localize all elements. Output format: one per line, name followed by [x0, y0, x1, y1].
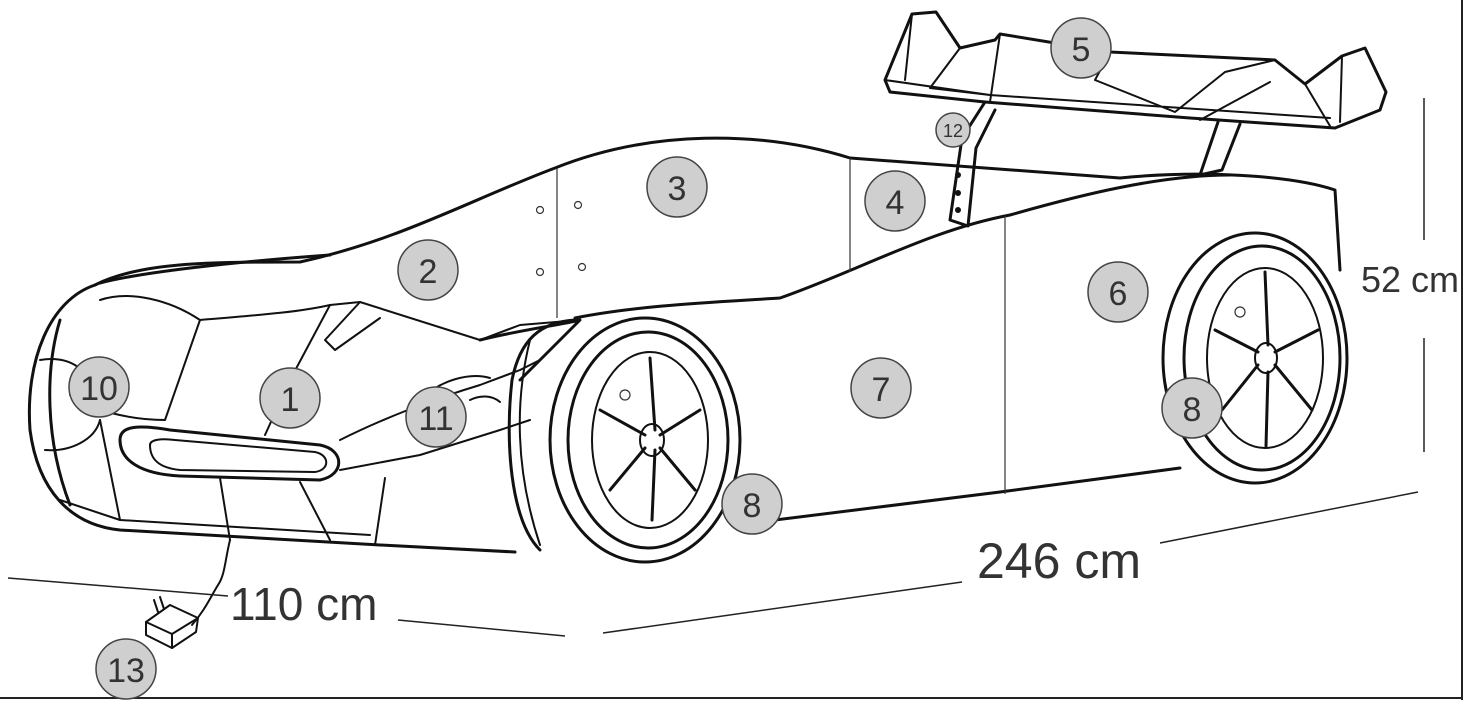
svg-text:7: 7: [872, 371, 891, 409]
part-badge-1: 1: [259, 367, 321, 429]
svg-text:4: 4: [886, 184, 905, 222]
part-badge-3: 3: [646, 156, 708, 218]
svg-text:13: 13: [107, 652, 145, 690]
length-dimension: 246 cm: [977, 533, 1141, 589]
part-badge-2: 2: [397, 239, 459, 301]
car-body: [93, 136, 1342, 527]
width-dimension: 110 cm: [230, 578, 377, 630]
part-badge-10: 10: [68, 356, 130, 418]
svg-text:1: 1: [281, 381, 300, 419]
svg-text:10: 10: [80, 370, 118, 408]
part-badge-4: 4: [864, 170, 926, 232]
part-badge-13: 13: [95, 638, 157, 700]
part-badge-11: 11: [405, 386, 467, 448]
height-dimension: 52 cm: [1361, 259, 1459, 300]
svg-text:3: 3: [668, 170, 687, 208]
rear-spoiler: [883, 10, 1388, 228]
part-badge-12: 12: [935, 112, 971, 148]
rear-wheel: [1161, 231, 1349, 485]
part-badge-6: 6: [1087, 261, 1149, 323]
svg-text:8: 8: [1183, 391, 1202, 429]
svg-text:5: 5: [1072, 31, 1091, 69]
part-badge-7: 7: [850, 357, 912, 419]
svg-text:8: 8: [743, 487, 762, 525]
part-badge-8-front: 8: [721, 473, 783, 535]
svg-text:12: 12: [943, 121, 963, 141]
dimension-lines: [7, 98, 1425, 637]
front-nose: [27, 283, 582, 554]
svg-text:11: 11: [418, 400, 453, 438]
power-adapter: [145, 539, 231, 649]
svg-text:2: 2: [419, 253, 438, 291]
svg-text:6: 6: [1109, 275, 1128, 313]
part-badge-5: 5: [1050, 17, 1112, 79]
part-badge-8-rear: 8: [1161, 377, 1223, 439]
front-wheel: [507, 316, 742, 564]
